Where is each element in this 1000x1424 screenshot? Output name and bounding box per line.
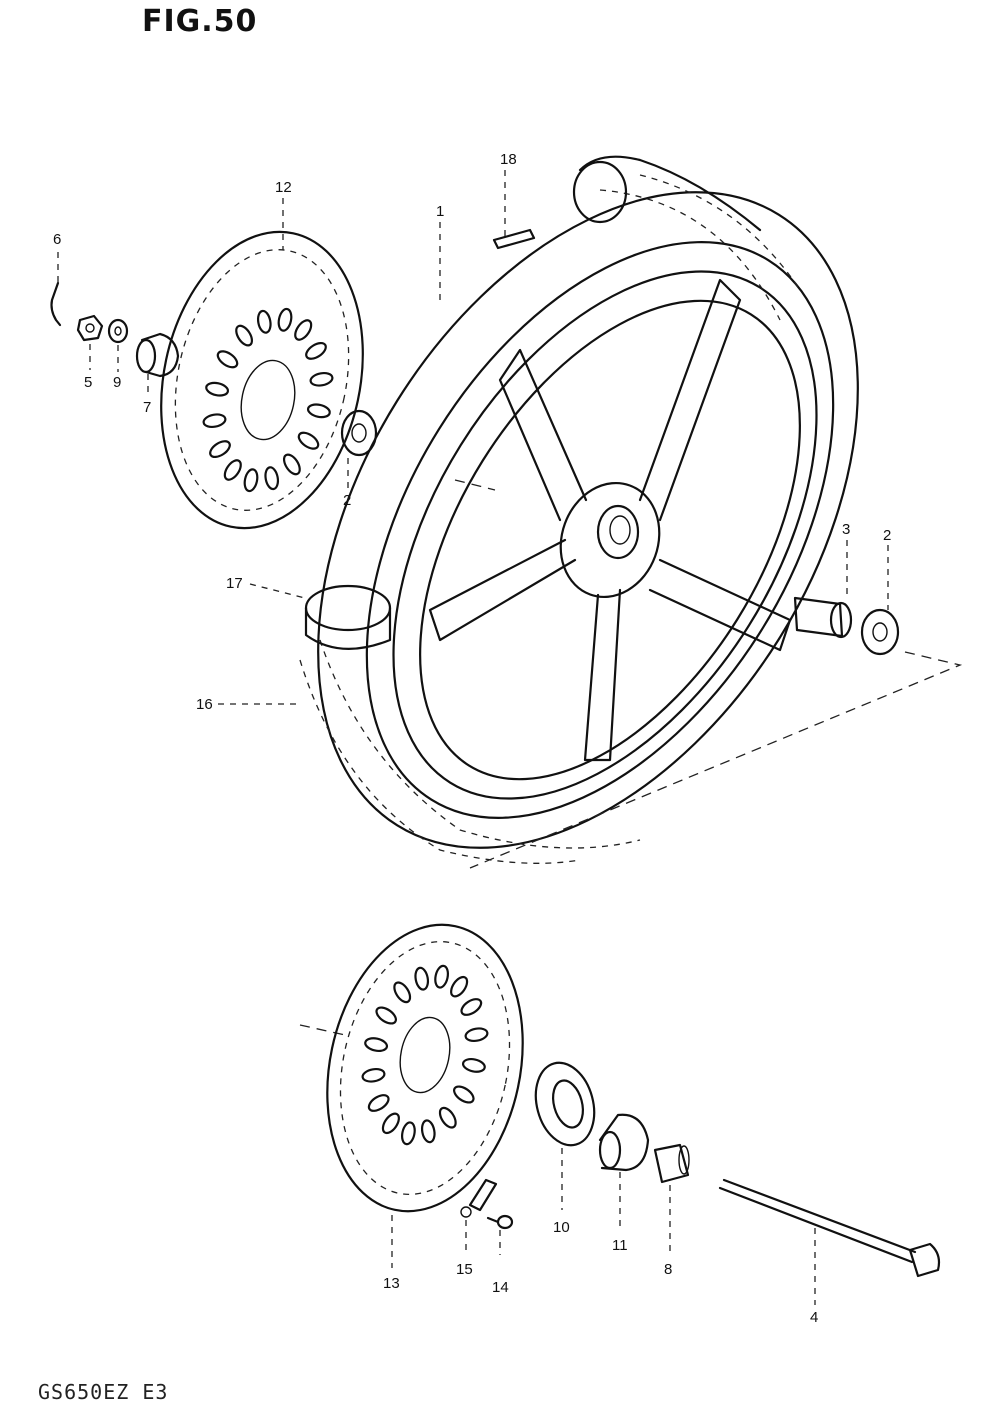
cotter-pin-6: [50, 281, 62, 327]
callout-4: 4: [810, 1309, 819, 1326]
callout-5: 5: [84, 374, 93, 391]
disc-cutout-hole: [367, 1094, 390, 1112]
callout-17: 17: [226, 575, 243, 592]
disc-cutout-hole: [450, 975, 469, 998]
disc-cutout-hole: [381, 1112, 400, 1135]
disc-cutout-hole: [401, 1121, 416, 1146]
axle-nut-5: [76, 314, 104, 342]
bearing-2-left: [340, 409, 378, 457]
callout-3: 3: [842, 521, 851, 538]
callout-2-right: 2: [883, 527, 892, 544]
disc-cutout-hole: [202, 413, 227, 429]
disc-cutout-hole: [297, 431, 320, 450]
callout-15: 15: [456, 1261, 473, 1278]
disc-cutout-hole: [461, 1058, 486, 1073]
callout-9: 9: [113, 374, 122, 391]
front-wheel-assembly: [299, 155, 859, 864]
callout-2-left: 2: [343, 492, 352, 509]
disc-cutout-hole: [414, 966, 430, 991]
figure-title: FIG.50: [142, 4, 258, 39]
disc-cutout-hole: [209, 440, 231, 459]
front-axle-4: [718, 1178, 941, 1278]
callout-1: 1: [436, 203, 445, 220]
bearing-2-right: [860, 608, 900, 656]
spacer-8: [653, 1143, 690, 1184]
callout-14: 14: [492, 1279, 509, 1296]
callout-18: 18: [500, 151, 517, 168]
disc-cutout-hole: [309, 371, 334, 387]
disc-cutout-hole: [305, 341, 327, 360]
disc-cutout-hole: [223, 459, 242, 481]
oil-seal-10: [534, 1061, 596, 1147]
disc-cutout-hole: [393, 981, 412, 1004]
disc-cutout-hole: [364, 1037, 389, 1052]
disc-cutout-hole: [256, 309, 272, 334]
lock-washer-15: [460, 1178, 498, 1218]
speedometer-gearbox-11: [598, 1113, 650, 1172]
leader-lines: [57, 170, 889, 1305]
callout-7: 7: [143, 399, 152, 416]
disc-cutout-hole: [264, 466, 280, 491]
disc-cutout-hole: [361, 1067, 386, 1083]
spacer-7: [135, 332, 180, 378]
washer-9: [107, 318, 129, 344]
disc-cutout-hole: [306, 403, 331, 419]
callout-12: 12: [275, 179, 292, 196]
disc-cutout-hole: [464, 1027, 489, 1043]
upper-brake-disc: [160, 230, 364, 530]
disc-cutout-hole: [434, 964, 449, 989]
disc-cutout-hole: [294, 319, 313, 341]
disc-cutout-hole: [460, 998, 483, 1016]
spacer-3: [793, 596, 853, 639]
disc-cutout-hole: [243, 468, 259, 493]
callout-13: 13: [383, 1275, 400, 1292]
callout-16: 16: [196, 696, 213, 713]
disc-cutout-hole: [420, 1119, 436, 1144]
bolt-14: [486, 1214, 514, 1230]
model-code-label: GS650EZ E3: [38, 1380, 169, 1404]
disc-cutout-hole: [235, 324, 254, 347]
disc-cutout-hole: [277, 307, 293, 332]
balance-weight-18: [492, 228, 536, 250]
callout-10: 10: [553, 1219, 570, 1236]
disc-cutout-hole: [282, 453, 301, 476]
callout-6: 6: [53, 231, 62, 248]
disc-cutout-hole: [375, 1006, 397, 1025]
callout-8: 8: [664, 1261, 673, 1278]
callout-11: 11: [612, 1237, 628, 1254]
disc-cutout-hole: [205, 381, 230, 397]
disc-cutout-hole: [216, 350, 239, 369]
lower-brake-disc: [326, 923, 524, 1213]
disc-cutout-hole: [453, 1085, 475, 1104]
disc-cutout-hole: [438, 1106, 457, 1129]
